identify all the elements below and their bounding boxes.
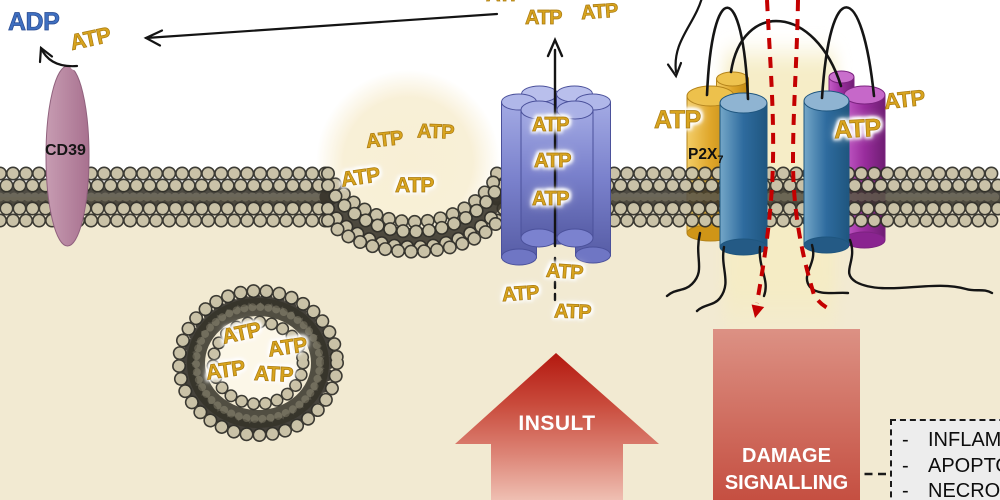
outcome-bullet: - (902, 480, 909, 500)
damage-label-line1: DAMAGE (742, 445, 831, 467)
atp-diffusion-arrow (143, 12, 499, 47)
atp-label: ATP (253, 361, 294, 388)
cd39-label: CD39 (45, 142, 86, 159)
outcome-label: INFLAMMATION (928, 429, 1000, 451)
damage-label-line2: SIGNALLING (724, 472, 849, 494)
p2x7-blue-subunits (719, 90, 850, 256)
outcome-item: - INFLAMMATION (902, 428, 1000, 454)
outcomes-box: - INFLAMMATION - APOPTOSIS - NECROSIS (890, 419, 1000, 500)
atp-label: ATP (532, 114, 570, 137)
atp-vesicle (172, 284, 344, 442)
atp-binding-arrow (666, 0, 703, 79)
atp-label: ATP (553, 300, 592, 324)
atp-label: ATP (364, 127, 405, 153)
atp-label: ATP (654, 106, 702, 135)
atp-release-arrow (546, 37, 564, 306)
damage-signalling-box: DAMAGE SIGNALLING (713, 329, 860, 500)
outcome-label: NECROSIS (928, 480, 1000, 500)
atp-label: ATP (882, 84, 927, 115)
outcome-bullet: - (902, 454, 909, 477)
atp-label: ATP (532, 188, 570, 211)
insult-label: INSULT (518, 412, 596, 435)
outcome-item: - NECROSIS (902, 479, 1000, 500)
atp-label: ATP (525, 7, 563, 30)
cd39-hydrolysis-arrow (38, 45, 79, 68)
atp-label: ATP (416, 120, 455, 144)
pannexin-hemichannel (501, 85, 611, 266)
atp-label: ATP (501, 281, 540, 307)
atp-label: ATP (395, 174, 435, 198)
membrane-bud (319, 166, 508, 259)
outcome-bullet: - (902, 429, 909, 451)
insult-arrow (455, 353, 659, 500)
atp-label: ATP (580, 0, 619, 25)
adp-label: ADP (8, 8, 61, 37)
p2x7-label: P2X7 (688, 146, 724, 167)
pore-flux-arrowhead (751, 304, 765, 318)
atp-label: ATP (534, 150, 572, 173)
outcome-label: APOPTOSIS (928, 454, 1000, 477)
atp-label: ATP (545, 259, 584, 285)
pore-flux-dashed-arrows (755, 0, 832, 312)
receptor-extracellular-loops (705, 6, 876, 101)
atp-label: ATP (833, 113, 882, 145)
atp-label: ATP (486, 0, 524, 7)
outcome-item: - APOPTOSIS (902, 454, 1000, 480)
